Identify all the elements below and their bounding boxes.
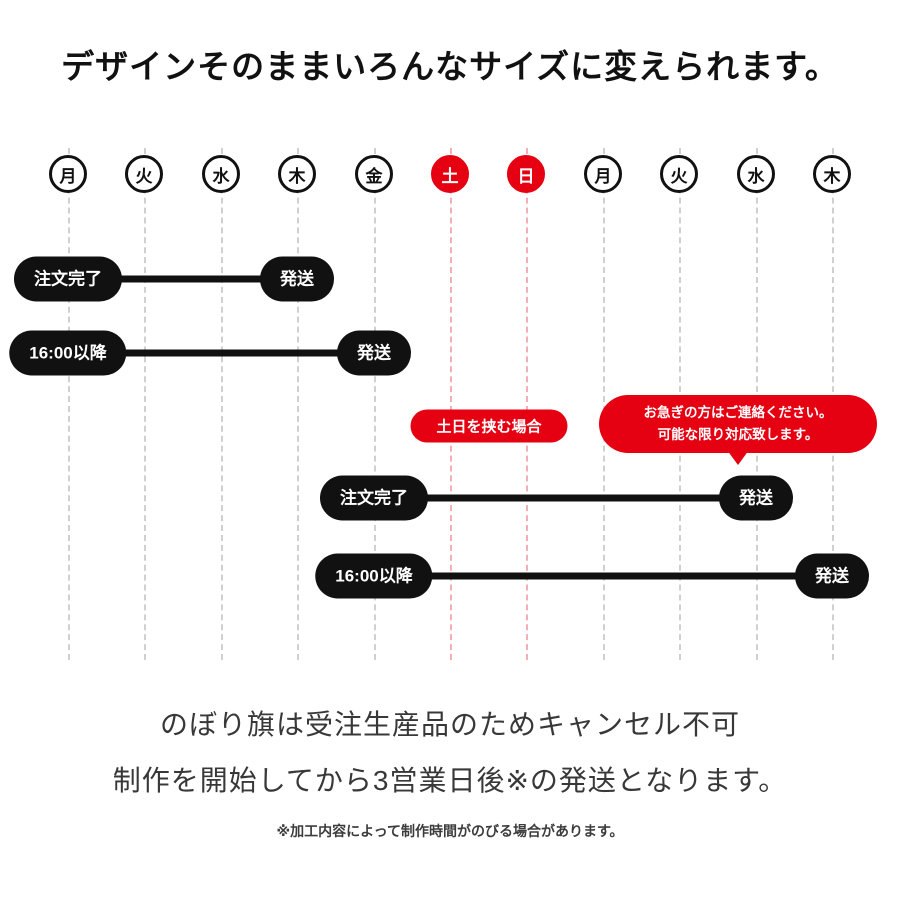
grid-line [144,148,146,660]
day-circle-sunday: 日 [507,155,545,193]
day-circle: 水 [202,155,240,193]
weekend-banner: 土日を挟む場合 [410,409,568,443]
footer-note: ※加工内容によって制作時間がのびる場合があります。 [276,823,624,839]
timeline-connector [68,349,374,357]
footer-line1: のぼり旗は受注生産品のためキャンセル不可 [159,709,740,740]
ship-pill: 発送 [795,553,869,599]
timeline-connector [374,494,756,502]
day-circle-saturday: 土 [431,155,469,193]
timeline-connector [68,275,297,283]
rush-callout-line1: お急ぎの方はご連絡ください。 [643,405,833,421]
callout-tail-icon [727,450,749,465]
rush-callout-line2: 可能な限り対応致します。 [657,427,819,442]
day-circle: 火 [660,155,698,193]
day-circle: 火 [125,155,163,193]
day-circle: 木 [813,155,851,193]
rush-callout: お急ぎの方はご連絡ください。 可能な限り対応致します。 [599,395,877,465]
footer-line2: 制作を開始してから3営業日後※の発送となります。 [112,765,788,796]
day-circle: 水 [737,155,775,193]
grid-line [374,148,376,660]
grid-line-weekend [526,148,528,660]
after-1600-pill: 16:00以降 [315,553,433,599]
after-1600-pill: 16:00以降 [9,330,127,376]
order-complete-pill: 注文完了 [320,475,428,521]
day-circle: 月 [49,155,87,193]
day-circle: 木 [278,155,316,193]
timeline-connector [374,572,832,580]
grid-line [603,148,605,660]
grid-line [68,148,70,660]
grid-line-weekend [450,148,452,660]
ship-pill: 発送 [719,475,793,521]
day-circle: 金 [355,155,393,193]
grid-line [221,148,223,660]
day-circle: 月 [584,155,622,193]
grid-line [297,148,299,660]
ship-pill: 発送 [260,256,334,302]
ship-pill: 発送 [337,330,411,376]
page-title: デザインそのままいろんなサイズに変えられます。 [61,48,839,85]
order-complete-pill: 注文完了 [14,256,122,302]
